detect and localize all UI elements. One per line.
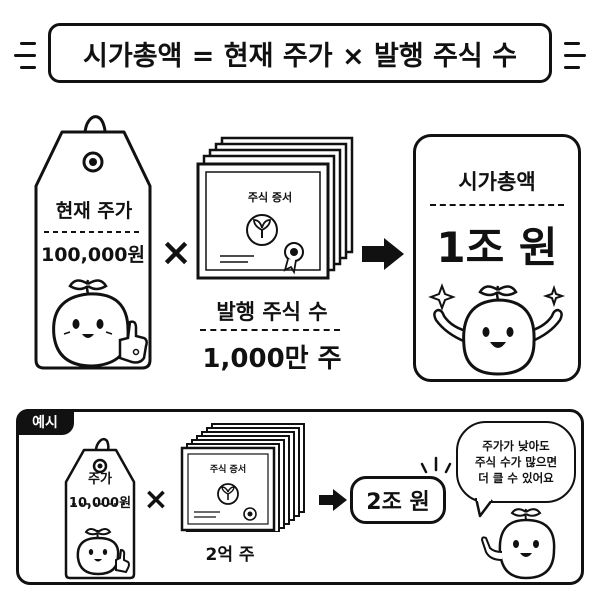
sparkle-icon bbox=[428, 283, 456, 311]
speech-line-2: 주식 수가 많으면 bbox=[474, 455, 558, 469]
emphasis-marks bbox=[420, 456, 452, 474]
title-decor-right-1 bbox=[564, 42, 580, 45]
speech-bubble: 주가가 낮아도 주식 수가 많으면 더 클 수 있어요 bbox=[456, 421, 576, 503]
speech-line-1: 주가가 낮아도 bbox=[482, 439, 550, 453]
shares-divider bbox=[200, 329, 340, 331]
example-arrow-right-icon bbox=[319, 489, 347, 511]
example-price-tag-value: 10,000원 bbox=[68, 496, 132, 511]
example-shares-value: 2억 주 bbox=[205, 545, 255, 565]
shares-label: 발행 주식 수 bbox=[216, 300, 328, 324]
arrow-right-icon bbox=[362, 238, 404, 270]
result-value: 1조 원 bbox=[436, 223, 558, 272]
speech-line-3: 더 클 수 있어요 bbox=[478, 471, 554, 485]
multiply-icon: × bbox=[160, 230, 192, 274]
title-decor-left-2 bbox=[14, 54, 36, 57]
title-decor-left-1 bbox=[20, 42, 36, 45]
example-box bbox=[16, 409, 584, 585]
example-price-tag-illustration bbox=[64, 437, 136, 580]
example-result-pill: 2조 원 bbox=[350, 476, 446, 524]
result-divider bbox=[430, 204, 564, 206]
example-price-tag-label: 주가 bbox=[88, 472, 112, 487]
title-decor-right-2 bbox=[564, 54, 586, 57]
example-badge: 예시 bbox=[16, 409, 74, 435]
result-label: 시가총액 bbox=[458, 170, 536, 194]
shares-value: 1,000만 주 bbox=[202, 344, 342, 374]
formula-title-text: 시가총액 = 현재 주가 × 발행 주식 수 bbox=[83, 40, 517, 72]
certificate-stack bbox=[196, 136, 354, 280]
title-decor-left-3 bbox=[20, 66, 36, 69]
example-certificate-stack bbox=[180, 423, 305, 532]
mascot-thumbs-up bbox=[52, 279, 148, 368]
example-certificate-title: 주식 증서 bbox=[209, 465, 247, 475]
formula-title: 시가총액 = 현재 주가 × 발행 주식 수 bbox=[48, 23, 552, 83]
mascot-cheering bbox=[428, 283, 566, 376]
title-decor-right-3 bbox=[564, 66, 580, 69]
certificate-title: 주식 증서 bbox=[247, 191, 293, 204]
price-tag-value: 100,000원 bbox=[40, 244, 146, 266]
example-multiply-icon: × bbox=[143, 482, 169, 517]
example-mascot-pointing bbox=[480, 508, 556, 580]
example-result-value: 2조 원 bbox=[366, 490, 430, 515]
price-tag-label: 현재 주가 bbox=[55, 200, 133, 222]
speech-bubble-tail bbox=[474, 498, 493, 518]
